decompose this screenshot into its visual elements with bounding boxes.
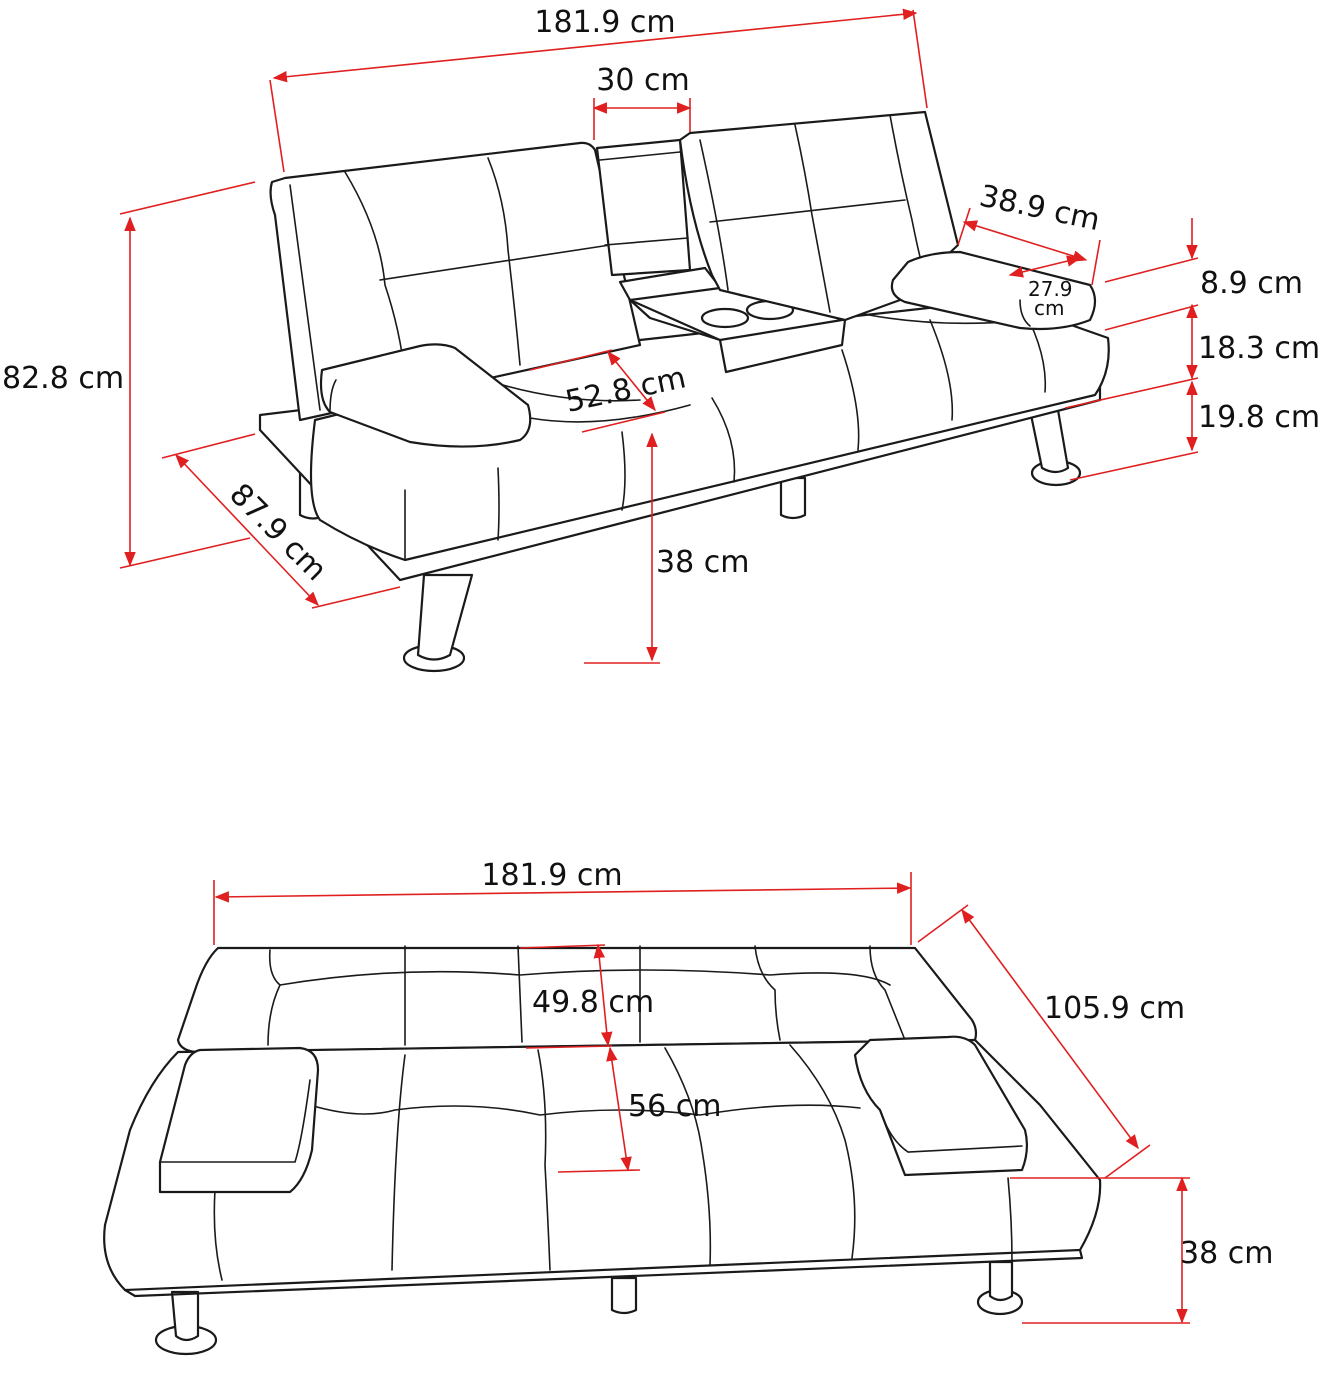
upright-sofa-drawing	[258, 110, 1110, 673]
bed-seat-seams	[213, 1044, 1013, 1281]
label-armrest-length: 38.9 cm	[976, 179, 1103, 239]
right-armrest	[890, 250, 1097, 331]
label-overall-width: 181.9 cm	[534, 5, 675, 40]
label-overall-height: 82.8 cm	[2, 361, 124, 396]
bed-seat-panel	[103, 1038, 1102, 1292]
bed-dimension-labels: 181.9 cm 49.8 cm 56 cm 105.9 cm 38 cm	[481, 858, 1273, 1271]
left-back-seams	[289, 157, 611, 411]
label-console-width: 30 cm	[596, 63, 689, 98]
label-bed-overall-width: 181.9 cm	[481, 858, 622, 893]
bed-sofa-drawing	[103, 945, 1102, 1356]
label-seat-height: 38 cm	[656, 545, 749, 580]
label-bed-seat-depth: 56 cm	[628, 1089, 721, 1124]
label-leg-height: 19.8 cm	[1198, 400, 1320, 435]
bed-left-armrest	[158, 1046, 320, 1194]
upright-dimension-lines	[119, 8, 1199, 664]
bed-dimension-lines	[213, 872, 1190, 1324]
center-console	[595, 138, 847, 374]
label-armrest-height: 18.3 cm	[1198, 331, 1320, 366]
label-bed-height: 38 cm	[1180, 1236, 1273, 1271]
bed-legs	[154, 1260, 1024, 1356]
label-cupholder-top: 27.9	[1028, 277, 1073, 301]
label-bed-overall-length: 105.9 cm	[1044, 991, 1185, 1026]
label-armrest-thickness: 8.9 cm	[1200, 266, 1303, 301]
label-cupholder-bottom: cm	[1034, 296, 1064, 320]
left-armrest	[319, 343, 532, 448]
label-bed-back-depth: 49.8 cm	[532, 985, 654, 1020]
